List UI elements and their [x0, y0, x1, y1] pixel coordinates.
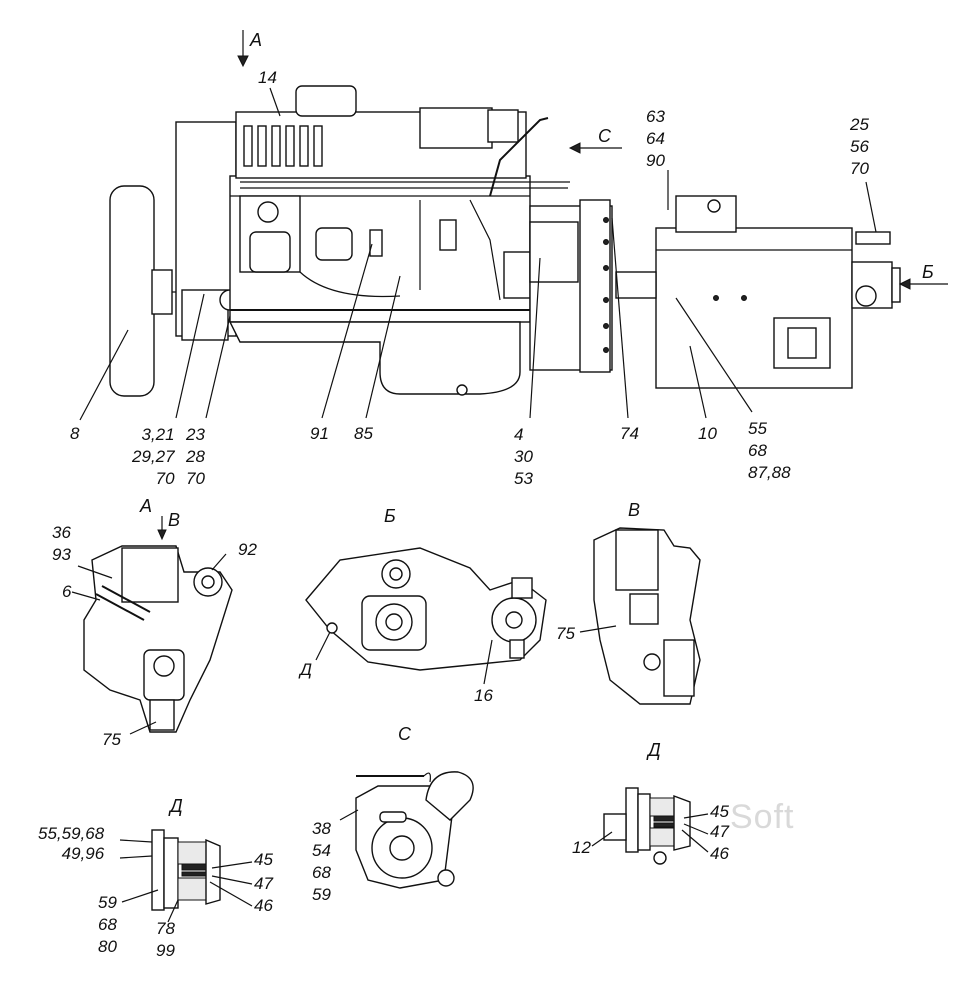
view-d-left-callout-47: 47	[254, 874, 273, 893]
view-a-callout-75: 75	[102, 730, 121, 749]
view-a-callout-36-93: 36 93	[52, 523, 71, 564]
main-arrow-b-label: Б	[922, 262, 934, 282]
view-d-right-callout-47: 47	[710, 822, 729, 841]
view-d-right-title: Д	[648, 740, 661, 760]
callout-74: 74	[620, 424, 639, 443]
callout-8: 8	[70, 424, 80, 443]
view-c-detail	[339, 771, 474, 889]
view-d-left-callout-55-59-68-49-96: 55,59,68 49,96	[38, 824, 105, 863]
view-b-callout-16: 16	[474, 686, 493, 705]
view-a-title: А	[140, 496, 153, 516]
view-a-arrow-v-label: В	[168, 510, 181, 530]
callout-91: 91	[310, 424, 329, 443]
callout-14: 14	[258, 68, 277, 87]
callout-10: 10	[698, 424, 717, 443]
view-a-callout-6: 6	[62, 582, 72, 601]
view-d-left-detail	[119, 829, 253, 923]
main-arrow-a-label: А	[250, 30, 263, 50]
view-a-callout-92: 92	[238, 540, 257, 559]
view-d-left-callout-78-99: 78 99	[156, 919, 175, 960]
callout-3-21-29-27-70: 3,21 29,27 70	[132, 425, 175, 488]
callout-63-64-90: 63 64 90	[646, 107, 665, 170]
view-c-callout-38-54-68-59: 38 54 68 59	[312, 819, 331, 904]
view-c-title: С	[398, 724, 411, 744]
callout-4-30-53: 4 30 53	[514, 425, 533, 488]
view-v-detail	[579, 527, 701, 705]
view-b-callout-d: Д	[300, 660, 312, 679]
callout-55-68-87-88: 55 68 87,88	[748, 419, 791, 482]
view-d-left-callout-45: 45	[254, 850, 273, 869]
view-a-detail	[71, 516, 233, 735]
view-b-title: Б	[384, 506, 396, 526]
view-d-right-callout-45: 45	[710, 802, 729, 821]
callout-25-56-70: 25 56 70	[850, 115, 869, 178]
view-b-detail	[305, 547, 547, 685]
main-assembly-view	[79, 30, 948, 421]
view-d-right-callout-12: 12	[572, 838, 591, 857]
view-d-right-callout-46: 46	[710, 844, 729, 863]
view-v-callout-75: 75	[556, 624, 575, 643]
view-d-left-callout-59-68-80: 59 68 80	[98, 893, 117, 956]
callout-23-28-70: 23 28 70	[186, 425, 205, 488]
view-d-left-callout-46: 46	[254, 896, 273, 915]
view-d-right-detail	[591, 787, 709, 865]
watermark: Soft	[730, 798, 795, 836]
view-d-left-title: Д	[170, 796, 183, 816]
callout-85: 85	[354, 424, 373, 443]
injector-group	[243, 125, 323, 167]
view-v-title: В	[628, 500, 641, 520]
main-arrow-c-label: С	[598, 126, 611, 146]
